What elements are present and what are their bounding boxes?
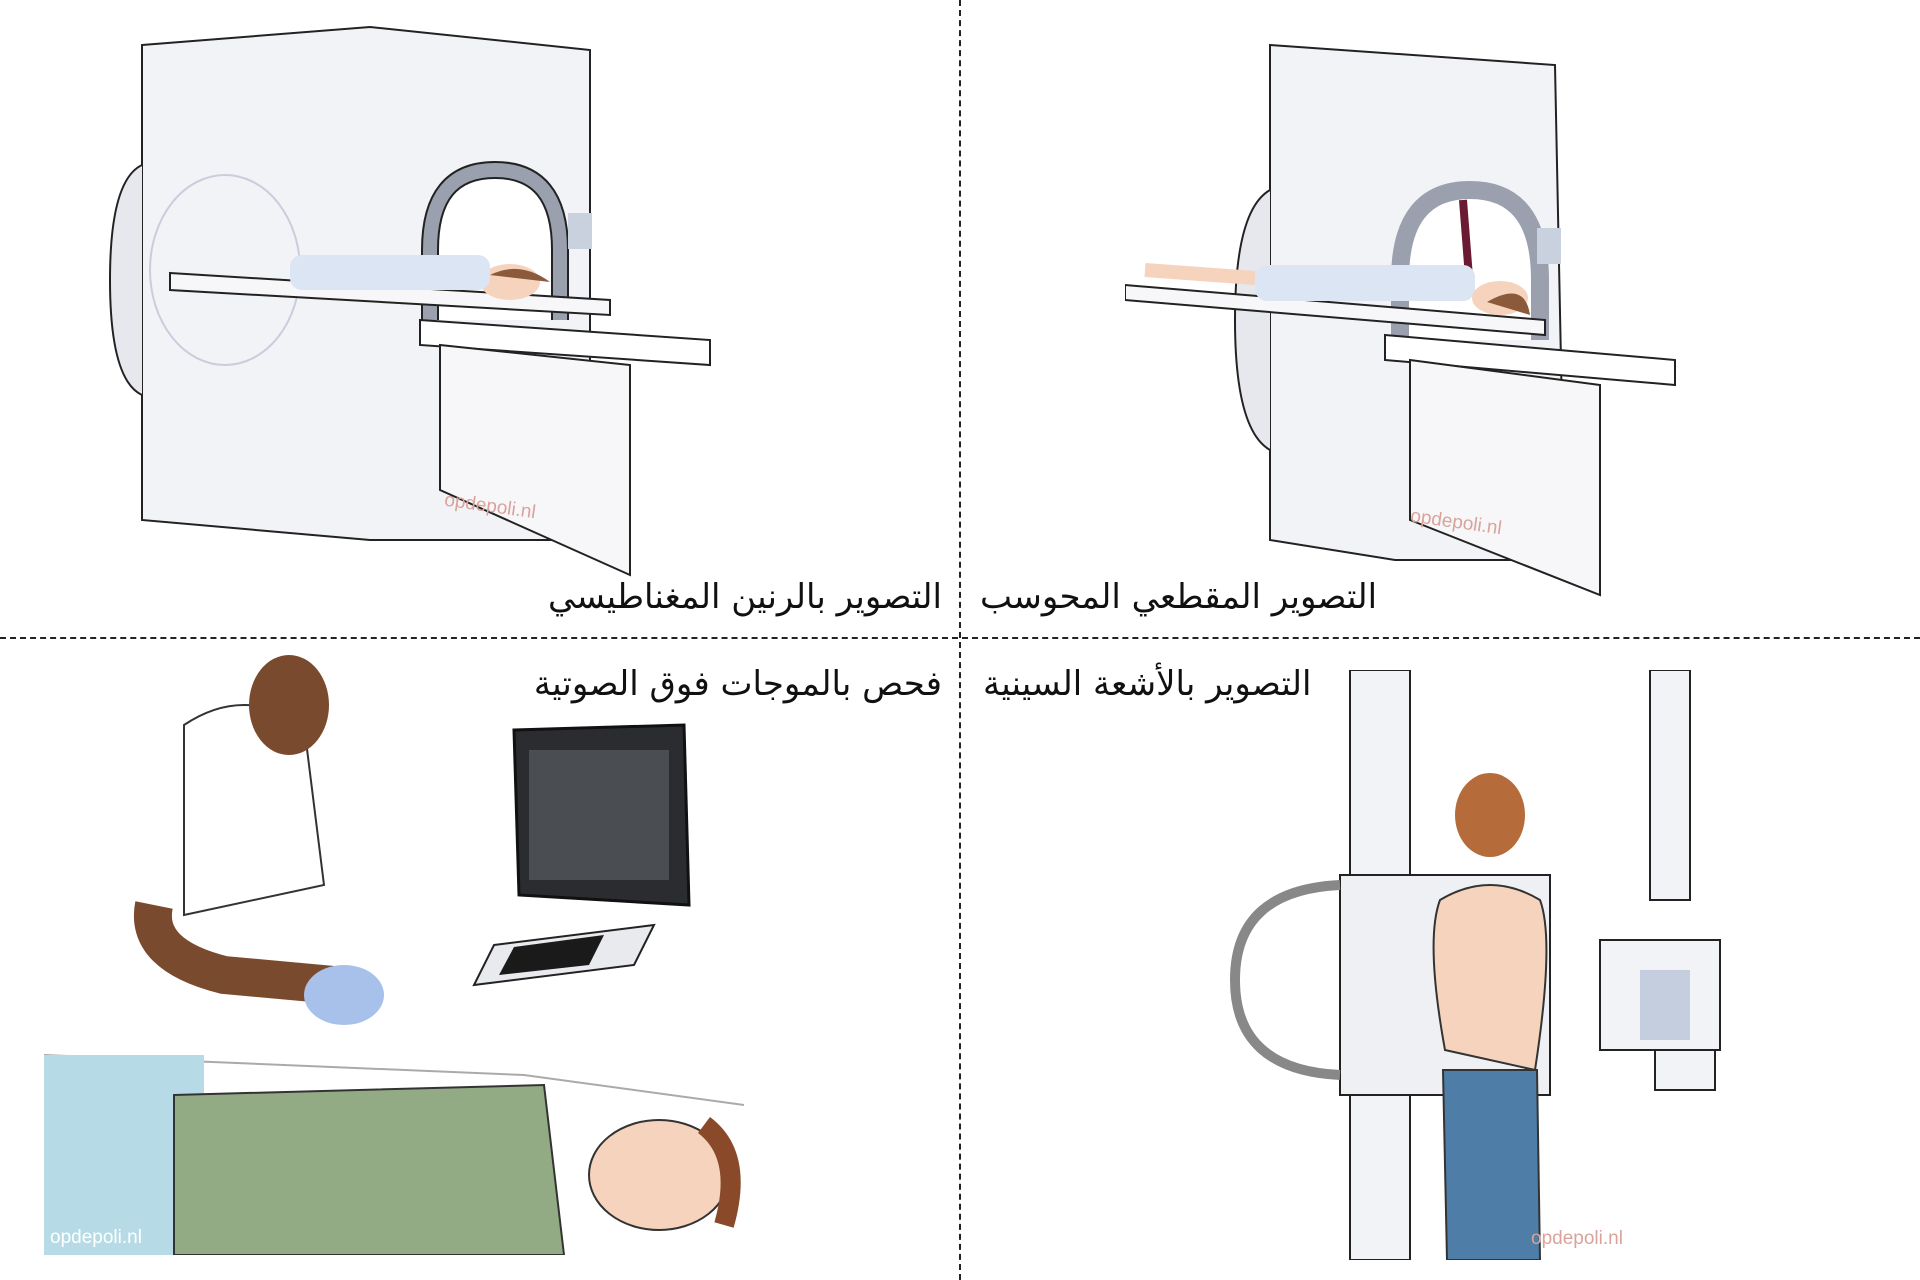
xray-watermark: opdepoli.nl (1531, 1228, 1623, 1249)
xray-illustration (1229, 670, 1721, 1260)
horizontal-divider (0, 637, 1920, 639)
ct-label: التصوير المقطعي المحوسب (980, 577, 1378, 617)
ct-scanner-illustration (1125, 43, 1676, 597)
xray-label: التصوير بالأشعة السينية (983, 664, 1312, 704)
ultrasound-label: فحص بالموجات فوق الصوتية (533, 664, 942, 704)
ultrasound-watermark: opdepoli.nl (50, 1227, 142, 1248)
vertical-divider (959, 0, 961, 1280)
mri-label: التصوير بالرنين المغناطيسي (548, 577, 942, 617)
mri-scanner-illustration (108, 25, 711, 577)
ultrasound-illustration (44, 655, 764, 1255)
